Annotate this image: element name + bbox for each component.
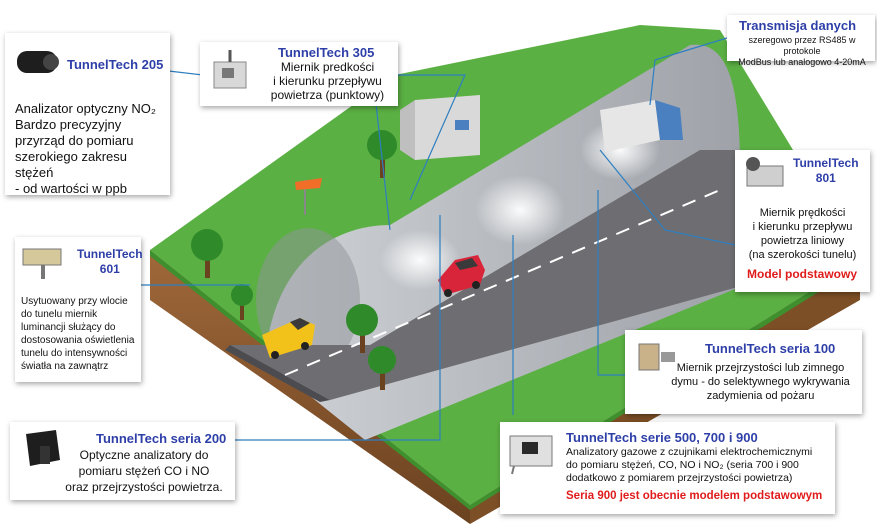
tt100-title: TunnelTech seria 100 — [705, 341, 836, 356]
tt601-description: Usytuowany przy wlocie do tunelu miernik… — [21, 296, 135, 372]
ventilation-unit — [600, 100, 683, 152]
tt100-card: TunnelTech seria 100 Miernik przejrzysto… — [625, 330, 862, 414]
tt500-title: TunnelTech serie 500, 700 i 900 — [566, 430, 758, 445]
tt200-card: TunnelTech seria 200 Optyczne analizator… — [10, 422, 235, 500]
tt100-device-image — [631, 334, 681, 376]
tt801-badge: Model podstawowy — [747, 267, 858, 281]
tt200-device-image — [16, 426, 68, 472]
tt801-device-image — [739, 154, 791, 192]
windsock — [295, 178, 322, 215]
tt801-title: TunnelTech 801 — [793, 156, 859, 185]
red-car — [438, 255, 485, 297]
tt200-description: Optyczne analizatory do pomiaru stężeń C… — [65, 448, 223, 494]
tt801-description: Miernik prędkości i kierunku przepływu p… — [748, 207, 857, 261]
yellow-van — [262, 318, 315, 359]
transmission-description: szeregowo przez RS485 w protokole ModBus… — [738, 35, 866, 67]
tt305-card: TunnelTech 305 Miernik predkości i kieru… — [200, 42, 398, 106]
tt205-title: TunnelTech 205 — [67, 57, 164, 72]
tt601-device-image — [19, 241, 69, 283]
tt500-description: Analizatory gazowe z czujnikami elektroc… — [566, 446, 813, 484]
tt205-card: TunnelTech 205 Analizator optyczny NO₂ B… — [5, 33, 170, 196]
tt500-device-image — [504, 426, 560, 476]
road — [225, 150, 745, 402]
tt305-device-image — [206, 48, 254, 100]
tt205-device-image — [15, 41, 60, 81]
control-building — [400, 95, 480, 160]
tt200-title: TunnelTech seria 200 — [96, 431, 227, 446]
tt205-description: Analizator optyczny NO₂ Bardzo precyzyjn… — [15, 101, 156, 196]
trees — [191, 130, 397, 390]
transmission-card: Transmisja danych szeregowo przez RS485 … — [727, 15, 875, 67]
tt801-card: TunnelTech 801 Miernik prędkości i kieru… — [735, 150, 870, 292]
transmission-title: Transmisja danych — [739, 18, 857, 33]
tt601-card: TunnelTech 601 Usytuowany przy wlocie do… — [15, 237, 143, 382]
tt305-description: Miernik predkości i kierunku przepływu p… — [270, 60, 385, 102]
tt500-card: TunnelTech serie 500, 700 i 900 Analizat… — [500, 422, 835, 514]
tt601-title: TunnelTech 601 — [77, 247, 143, 276]
tt100-description: Miernik przejrzystości lub zimnego dymu … — [671, 362, 850, 402]
tt305-title: TunnelTech 305 — [278, 45, 375, 60]
tt500-badge: Seria 900 jest obecnie modelem podstawow… — [566, 490, 823, 502]
